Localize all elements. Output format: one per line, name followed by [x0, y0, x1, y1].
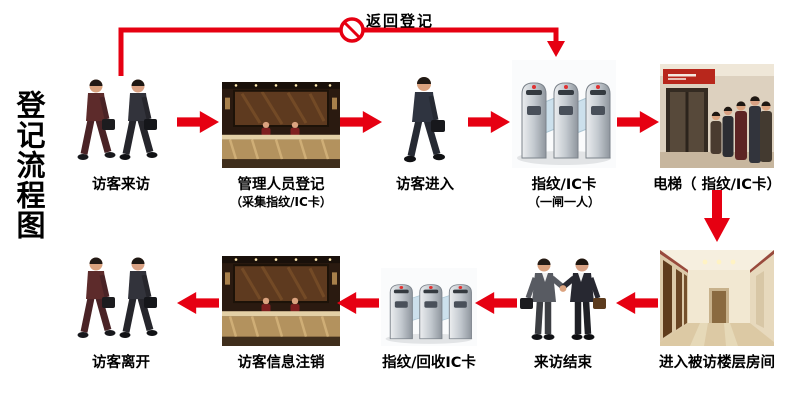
hallway-photo: [660, 250, 774, 346]
node-label: 进入被访楼层房间: [659, 355, 775, 371]
flow-arrow-left-icon: [177, 290, 219, 316]
node-elevator: 电梯（ 指纹/IC卡）: [653, 64, 781, 195]
node-visitor-enter: 访客进入: [380, 72, 470, 195]
node-gate-out: 指纹/回收IC卡: [374, 268, 484, 373]
elevator-photo: [660, 64, 774, 168]
reception-desk-photo: [222, 256, 340, 346]
turnstile-gate-photo: [381, 268, 477, 346]
return-label: 返回登记: [366, 12, 435, 30]
visitor-walking-photo: [393, 72, 457, 168]
no-entry-icon: [339, 17, 365, 43]
flow-arrow-right-icon: [177, 109, 219, 135]
node-label: 访客来访: [92, 177, 150, 193]
flow-arrow-right-icon: [340, 109, 382, 135]
turnstile-gate-photo: [512, 60, 616, 168]
handshake-photo: [515, 254, 611, 346]
node-label: 管理人员登记: [237, 177, 325, 193]
flow-arrow-right-icon: [468, 109, 510, 135]
node-label: 访客进入: [396, 177, 454, 193]
node-admin-register: 管理人员登记（采集指纹/IC卡）: [220, 82, 342, 210]
node-deregister: 访客信息注销: [220, 256, 342, 373]
page-title: 登记流程图: [12, 90, 46, 240]
node-visit-end: 来访结束: [508, 254, 618, 373]
flow-arrow-left-icon: [475, 290, 517, 316]
visitors-leaving-photo: [73, 254, 169, 346]
node-enter-room: 进入被访楼层房间: [656, 250, 778, 373]
node-sublabel: （一闸一人）: [527, 194, 600, 209]
node-label: 访客离开: [92, 355, 150, 371]
node-label: 指纹/回收IC卡: [382, 355, 476, 371]
node-label: 来访结束: [534, 355, 592, 371]
node-gate-in: 指纹/IC卡（一闸一人）: [508, 60, 620, 210]
flow-arrow-left-icon: [337, 290, 379, 316]
node-visitor-leave: 访客离开: [66, 254, 176, 373]
node-label: 指纹/IC卡: [531, 177, 597, 193]
node-sublabel: （采集指纹/IC卡）: [230, 194, 332, 209]
reception-desk-photo: [222, 82, 340, 168]
node-visitor-arrive: 访客来访: [66, 76, 176, 195]
flow-arrow-left-icon: [616, 290, 658, 316]
node-label: 电梯（ 指纹/IC卡）: [653, 177, 781, 193]
flow-arrow-right-icon: [617, 109, 659, 135]
visitors-walking-photo: [73, 76, 169, 168]
flow-arrow-down-icon: [704, 190, 730, 242]
node-label: 访客信息注销: [237, 355, 325, 371]
